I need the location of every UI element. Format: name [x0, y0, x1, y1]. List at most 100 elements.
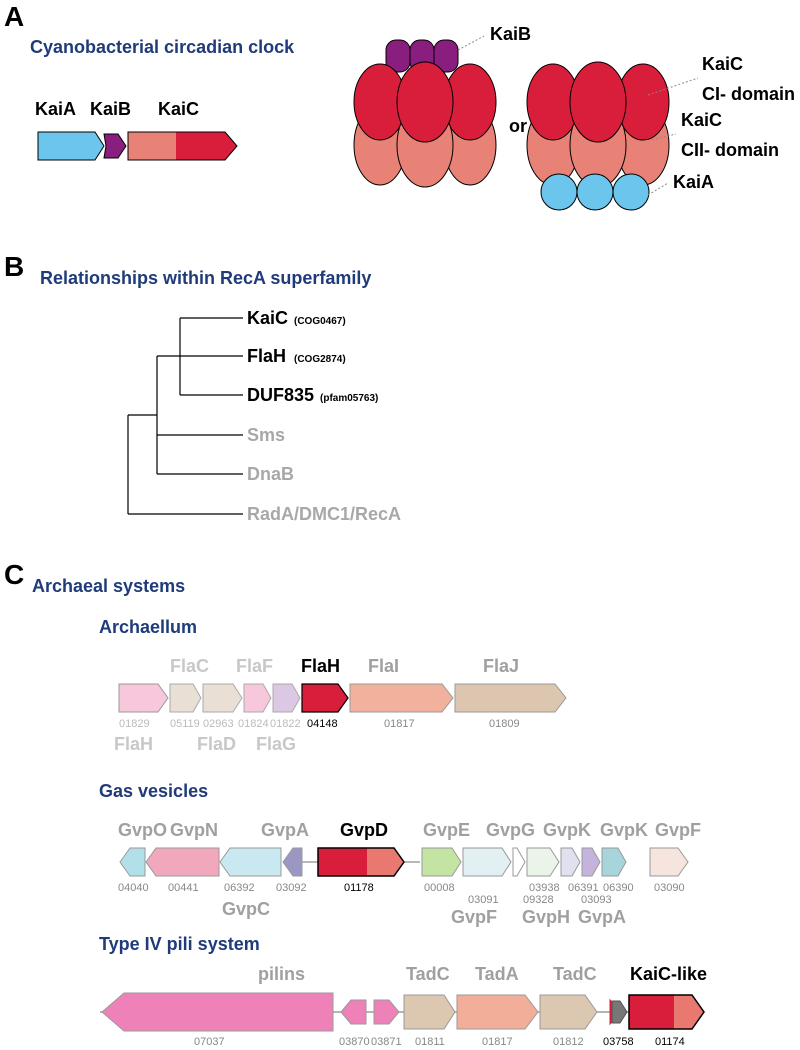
tree-leaf-flah: FlaH — [247, 346, 286, 366]
t4-code-4: 01811 — [415, 1036, 445, 1048]
arch-label-flac: FlaC — [170, 656, 209, 676]
panel-a-letter: A — [4, 1, 24, 32]
gv-code-6: 00008 — [424, 882, 455, 894]
gv-bottom-gvpc: GvpC — [222, 899, 270, 919]
gv-label-gvpk-2: GvpK — [600, 820, 648, 840]
arch-code-7: 01817 — [384, 718, 415, 730]
arch-label-flaf: FlaF — [236, 656, 273, 676]
gv-label-gvpg: GvpG — [486, 820, 535, 840]
gv-label-gvpn: GvpN — [170, 820, 218, 840]
kai-complex-with-kaia — [526, 61, 670, 211]
gene-label-kaia: KaiA — [35, 99, 76, 119]
arch-code-6: 04148 — [307, 718, 338, 730]
gv-bottom-gvpa: GvpA — [578, 907, 626, 927]
gene-label-kaib: KaiB — [90, 99, 131, 119]
t4-code-7: 03758 — [603, 1036, 634, 1048]
t4-code-5: 01817 — [482, 1036, 513, 1048]
tree-leaf-duf835: DUF835 — [247, 385, 314, 405]
complex-label-kaib: KaiB — [490, 24, 531, 44]
ci-leader — [647, 77, 699, 96]
tree-note-flah: (COG2874) — [294, 354, 346, 365]
label-kaic-ci-2: CI- domain — [702, 84, 795, 104]
arch-bottom-flad: FlaD — [197, 734, 236, 754]
arch-code-3: 02963 — [203, 718, 234, 730]
gv-code-8: 03938 — [529, 882, 560, 894]
arch-code-2: 05119 — [170, 718, 200, 730]
kaia-leader — [647, 182, 669, 196]
tree-leaf-sms: Sms — [247, 425, 285, 445]
cii-leader — [651, 133, 677, 141]
kaic-gene-arrow — [127, 131, 238, 161]
gv-code-9: 09328 — [523, 894, 554, 906]
gene-label-kaic: KaiC — [158, 99, 199, 119]
tree-leaf-kaic: KaiC — [247, 308, 288, 328]
arch-code-1: 01829 — [119, 718, 150, 730]
t4-code-1: 07037 — [194, 1036, 225, 1048]
t4-label-pilins: pilins — [258, 964, 305, 984]
arch-code-4: 01824 — [238, 718, 269, 730]
type4-title: Type IV pili system — [99, 934, 260, 954]
kaib-leader — [457, 35, 485, 51]
t4-label-tadc-1: TadC — [406, 964, 450, 984]
phylogenetic-tree — [127, 317, 243, 515]
t4-code-8: 01174 — [655, 1036, 685, 1048]
gv-bottom-gvpf: GvpF — [451, 907, 497, 927]
gv-label-gvpa: GvpA — [261, 820, 309, 840]
arch-code-5: 01822 — [270, 718, 301, 730]
gas-vesicles-title: Gas vesicles — [99, 781, 208, 801]
panel-b-letter: B — [4, 251, 24, 282]
panel-b-title: Relationships within RecA superfamily — [40, 268, 371, 288]
gv-code-7: 03091 — [468, 894, 499, 906]
arch-code-8: 01809 — [489, 718, 520, 730]
gv-code-4: 03092 — [276, 882, 307, 894]
tree-note-kaic: (COG0467) — [294, 316, 346, 327]
kai-operon — [37, 131, 238, 161]
panel-a-title: Cyanobacterial circadian clock — [30, 37, 295, 57]
t4-code-6: 01812 — [553, 1036, 584, 1048]
tree-leaf-reca: RadA/DMC1/RecA — [247, 504, 401, 524]
arch-bottom-flag: FlaG — [256, 734, 296, 754]
archaellum-operon — [118, 683, 567, 713]
gv-code-11: 03093 — [581, 894, 612, 906]
t4-code-2: 03870 — [339, 1036, 370, 1048]
or-label: or — [509, 116, 527, 136]
t4-code-3: 03871 — [371, 1036, 402, 1048]
label-kaic-cii-2: CII- domain — [681, 140, 779, 160]
panel-c-letter: C — [4, 559, 24, 590]
arch-label-flai: FlaI — [368, 656, 399, 676]
arch-bottom-flah: FlaH — [114, 734, 153, 754]
panel-c-title: Archaeal systems — [32, 576, 185, 596]
kai-complex-with-kaib — [353, 39, 497, 188]
type4-pili-operon — [100, 992, 705, 1032]
tree-note-duf835: (pfam05763) — [320, 393, 378, 404]
gv-code-1: 04040 — [118, 882, 149, 894]
gv-bottom-gvph: GvpH — [522, 907, 570, 927]
gv-label-gvpf: GvpF — [655, 820, 701, 840]
arch-label-flaj: FlaJ — [483, 656, 519, 676]
gv-code-2: 00441 — [168, 882, 199, 894]
archaellum-title: Archaellum — [99, 617, 197, 637]
label-kaic-cii-1: KaiC — [681, 110, 722, 130]
gv-label-gvpo: GvpO — [118, 820, 167, 840]
gv-label-gvpk-1: GvpK — [543, 820, 591, 840]
gv-code-12: 06390 — [603, 882, 634, 894]
kaia-gene-arrow — [37, 131, 105, 161]
arch-label-flah: FlaH — [301, 656, 340, 676]
t4-label-kaic-like: KaiC-like — [630, 964, 707, 984]
gas-vesicle-operon — [119, 847, 689, 877]
kaic-ci-segment — [176, 132, 237, 160]
gv-code-5: 01178 — [344, 882, 374, 894]
gv-label-gvpe: GvpE — [423, 820, 470, 840]
tree-leaf-dnab: DnaB — [247, 464, 294, 484]
label-kaic-ci-1: KaiC — [702, 54, 743, 74]
gv-code-3: 06392 — [224, 882, 255, 894]
kaic-cii-segment — [128, 132, 176, 160]
t4-label-tadc-2: TadC — [553, 964, 597, 984]
gv-code-13: 03090 — [654, 882, 685, 894]
kaib-gene-arrow — [103, 133, 127, 159]
t4-label-tada: TadA — [475, 964, 519, 984]
gv-code-10: 06391 — [568, 882, 599, 894]
gv-label-gvpd: GvpD — [340, 820, 388, 840]
label-kaia: KaiA — [673, 172, 714, 192]
